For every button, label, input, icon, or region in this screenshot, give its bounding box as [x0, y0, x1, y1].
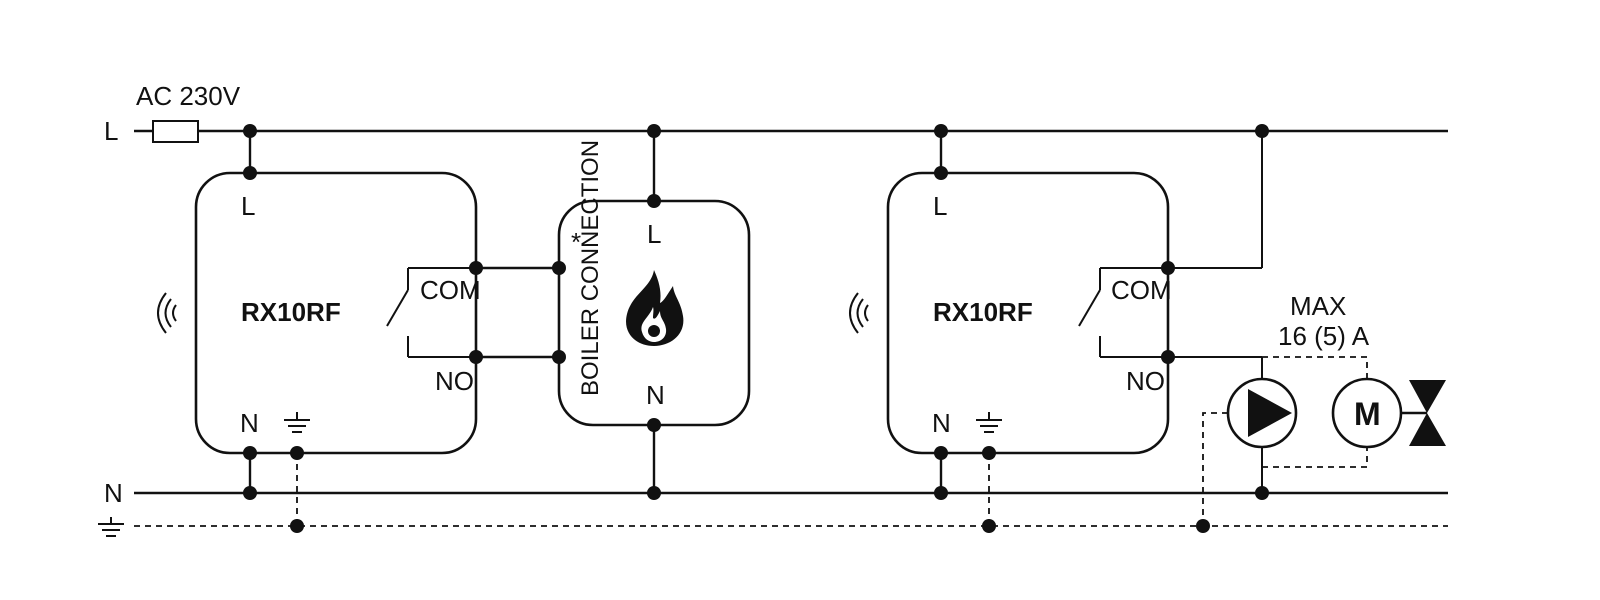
rating-label: 16 (5) A [1278, 321, 1370, 351]
receiver-1-terminal-l: L [241, 191, 255, 221]
receiver-1-relay-switch [386, 267, 476, 358]
receiver-1-model: RX10RF [241, 297, 341, 327]
receiver-2-terminal-no: NO [1126, 366, 1165, 396]
pump-earth-wire [1202, 412, 1228, 526]
neutral-rail-label: N [104, 478, 123, 508]
motor-icon: M [1331, 377, 1403, 449]
receiver-1-terminal-no: NO [435, 366, 474, 396]
supply-voltage-label: AC 230V [136, 81, 241, 111]
boiler-asterisk: * [571, 227, 581, 257]
boiler-connection-label: BOILER CONNECTION [577, 140, 604, 396]
receiver-2: L N RX10RF COM NO [849, 131, 1172, 526]
boiler: L N BOILER CONNECTION * [557, 131, 751, 493]
receiver-1: L N RX10RF COM NO [157, 131, 481, 526]
line-rail-label: L [104, 116, 118, 146]
receiver-1-housing [194, 171, 478, 455]
receiver-2-terminal-l: L [933, 191, 947, 221]
valve-icon [1409, 380, 1446, 446]
pump-icon [1226, 377, 1298, 449]
receiver-2-terminal-com: COM [1111, 275, 1172, 305]
receiver-2-housing [886, 171, 1170, 455]
receiver-2-wireless-signal-icon [849, 292, 869, 334]
fuse-icon [152, 120, 199, 143]
receiver-2-model: RX10RF [933, 297, 1033, 327]
receiver-2-terminal-n: N [932, 408, 951, 438]
boiler-terminal-n: N [646, 380, 665, 410]
receiver-1-terminal-n: N [240, 408, 259, 438]
earth-rail-ground-icon [98, 517, 124, 537]
max-label: MAX [1290, 291, 1346, 321]
receiver-1-ground-icon [284, 412, 310, 433]
motor-neutral-wire [1262, 447, 1368, 468]
motor-label: M [1354, 396, 1381, 432]
motor-feed-wire [1262, 356, 1368, 379]
receiver-2-ground-icon [976, 412, 1002, 433]
junction-dots [243, 124, 1269, 533]
receiver-1-terminal-com: COM [420, 275, 481, 305]
boiler-terminal-l: L [647, 219, 661, 249]
receiver-1-wireless-signal-icon [157, 292, 177, 334]
receiver-2-relay-switch [1078, 267, 1168, 358]
flame-icon [626, 270, 684, 346]
